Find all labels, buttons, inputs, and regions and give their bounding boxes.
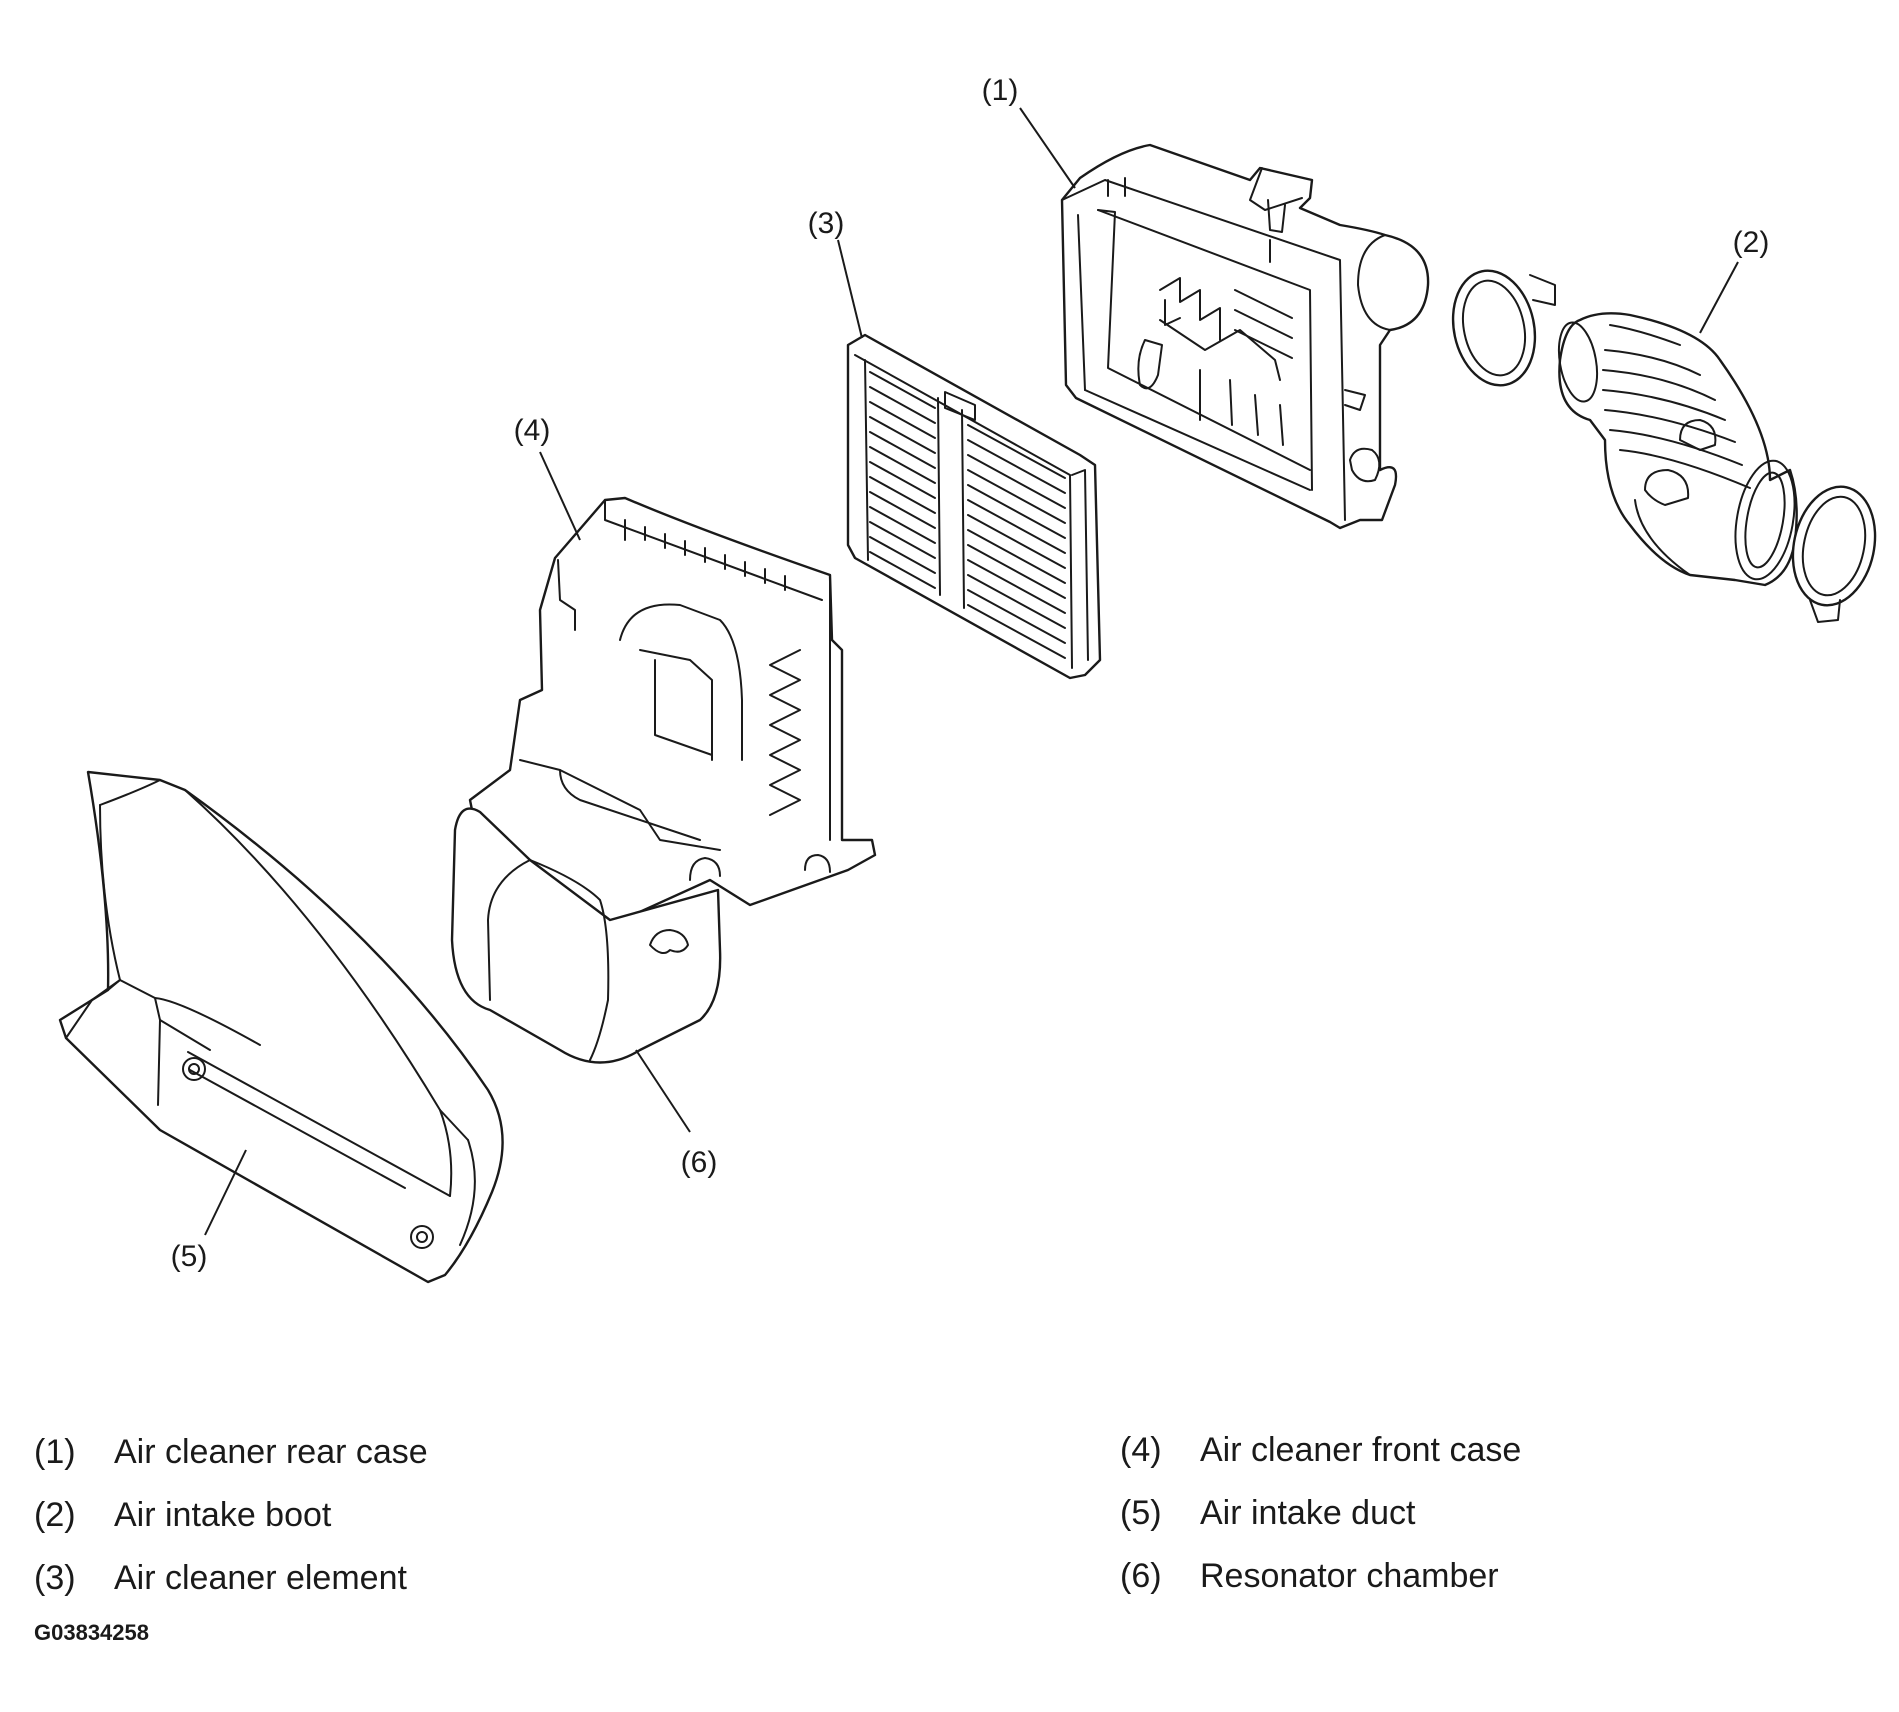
- callout-5: (5): [171, 1240, 208, 1273]
- legend-number: (1): [34, 1433, 76, 1471]
- legend-label: Air intake duct: [1200, 1494, 1416, 1532]
- leader-line-2: [1699, 261, 1739, 334]
- legend-number: (6): [1120, 1557, 1162, 1595]
- figure-id: G03834258: [34, 1620, 149, 1645]
- air-cleaner-rear-case: [1060, 143, 1430, 530]
- legend-label: Air intake boot: [114, 1496, 332, 1534]
- callout-1: (1): [982, 74, 1019, 107]
- legend-label: Air cleaner element: [114, 1559, 407, 1597]
- leader-line-5: [204, 1149, 247, 1236]
- air-cleaner-element: [846, 333, 1102, 680]
- legend-number: (5): [1120, 1494, 1162, 1532]
- legend-number: (3): [34, 1559, 76, 1597]
- air-cleaner-front-case: [468, 496, 877, 932]
- callout-2: (2): [1733, 226, 1770, 259]
- leader-line-1: [1019, 107, 1076, 189]
- hose-clamp-upper: [1451, 269, 1556, 387]
- callout-6: (6): [681, 1146, 718, 1179]
- resonator-chamber: [450, 807, 722, 1064]
- legend-label: Resonator chamber: [1200, 1557, 1499, 1595]
- leader-line-4: [539, 451, 581, 541]
- air-intake-duct: [58, 770, 504, 1284]
- hose-clamp-lower: [1791, 485, 1877, 623]
- callout-4: (4): [514, 414, 551, 447]
- leader-line-6: [635, 1049, 691, 1133]
- callout-3: (3): [808, 207, 845, 240]
- leader-line-3: [837, 239, 863, 339]
- air-intake-boot: [1557, 312, 1798, 587]
- legend-number: (4): [1120, 1431, 1162, 1469]
- legend-label: Air cleaner front case: [1200, 1431, 1522, 1469]
- legend-number: (2): [34, 1496, 76, 1534]
- legend-label: Air cleaner rear case: [114, 1433, 428, 1471]
